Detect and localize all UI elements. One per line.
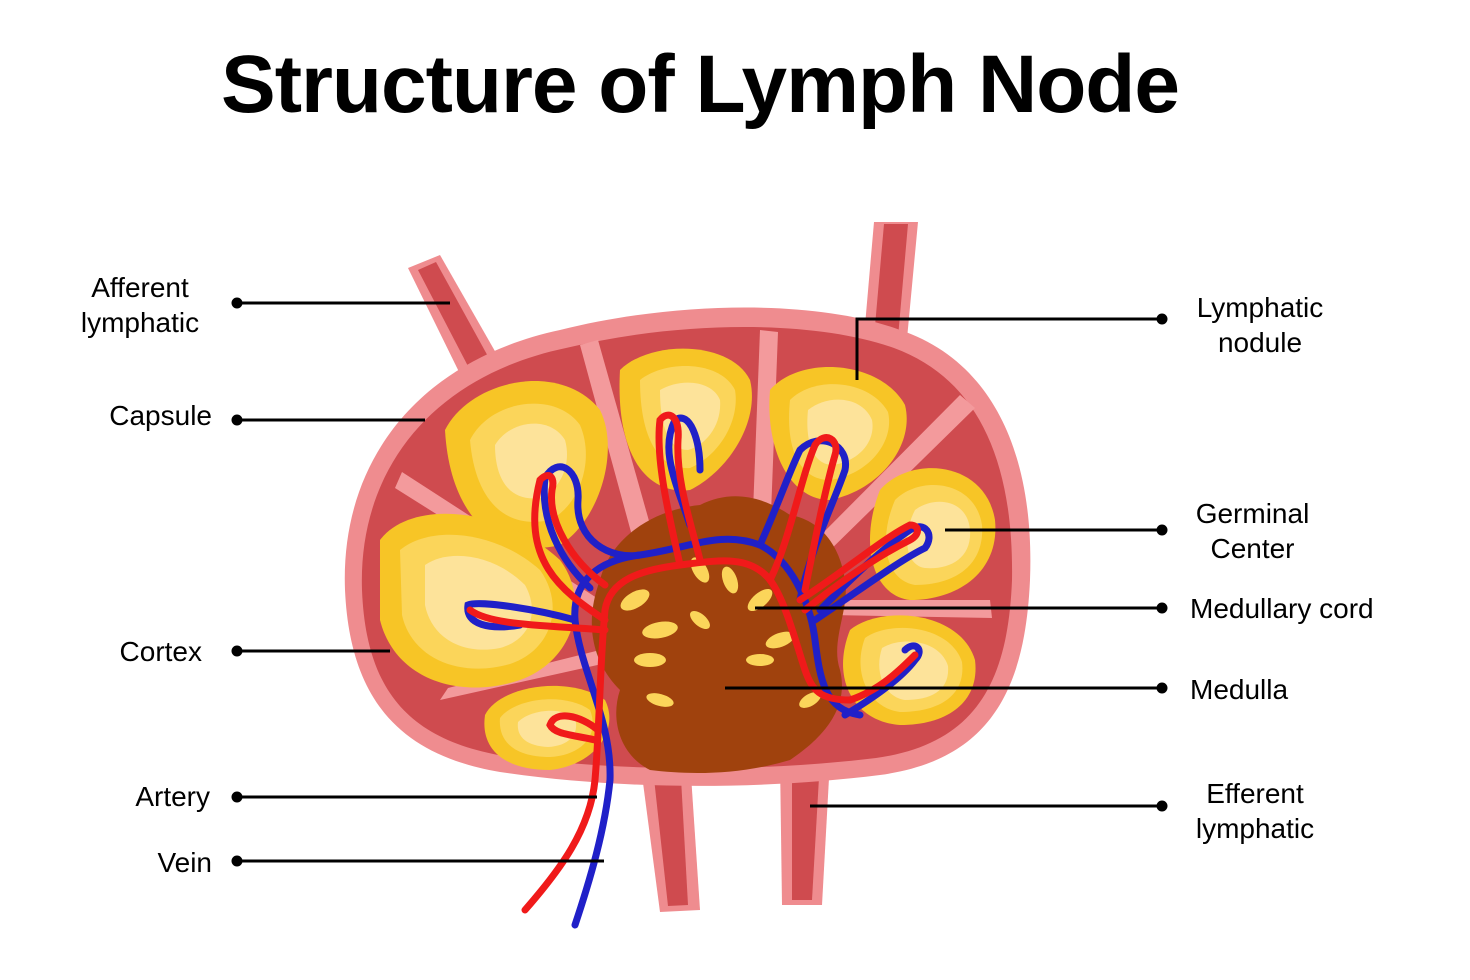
label-artery: Artery bbox=[135, 781, 210, 812]
label-afferent-lymphatic: Afferent lymphatic bbox=[70, 270, 210, 340]
label-medulla: Medulla bbox=[1190, 674, 1289, 705]
label-cortex: Cortex bbox=[119, 636, 202, 667]
label-afferent-lymphatic-line2: lymphatic bbox=[80, 307, 200, 338]
label-germinal-center-line2: Center bbox=[1210, 533, 1295, 564]
leader-lines bbox=[231, 297, 1168, 867]
diagram-title: Structure of Lymph Node bbox=[221, 39, 1180, 130]
label-lymphatic-nodule: Lymphatic nodule bbox=[1180, 290, 1340, 360]
artery-vessels bbox=[466, 411, 921, 914]
label-vein: Vein bbox=[157, 847, 213, 878]
label-afferent-lymphatic-line1: Afferent bbox=[91, 272, 189, 303]
label-lymphatic-nodule-line1: Lymphatic bbox=[1196, 292, 1324, 323]
label-lymphatic-nodule-line2: nodule bbox=[1217, 327, 1303, 358]
afferent-lymphatic-vessel bbox=[408, 255, 500, 378]
nodule-7 bbox=[484, 685, 610, 770]
label-efferent-lymphatic-line1: Efferent bbox=[1206, 778, 1304, 809]
efferent-lymphatic-vessel-bottom bbox=[640, 760, 830, 912]
label-capsule: Capsule bbox=[109, 400, 212, 431]
medullary-cords bbox=[620, 557, 821, 708]
label-efferent-lymphatic: Efferent lymphatic bbox=[1185, 776, 1325, 846]
label-germinal-center-line1: Germinal bbox=[1195, 498, 1310, 529]
label-medullary-cord: Medullary cord bbox=[1190, 593, 1374, 624]
label-germinal-center: Germinal Center bbox=[1180, 496, 1325, 566]
label-efferent-lymphatic-line2: lymphatic bbox=[1195, 813, 1315, 844]
